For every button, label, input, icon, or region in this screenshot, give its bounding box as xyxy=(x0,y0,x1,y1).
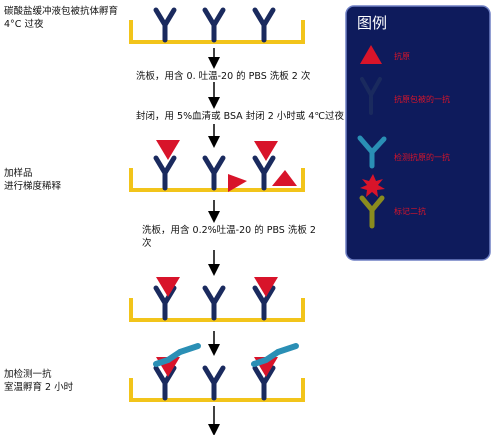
legend-item-detection-antibody: 检测抗原的一抗 xyxy=(394,152,450,162)
step3-text: 加检测一抗 xyxy=(4,368,52,380)
capture-antibody xyxy=(202,7,226,43)
legend-antigen-icon xyxy=(360,45,382,64)
wash2-text: 洗板，用含 0.2%吐温-20 的 PBS 洗板 2 xyxy=(142,224,316,236)
legend-panel: 图例 抗原 抗原包被的一抗 检测抗原的一抗 标记二抗 xyxy=(345,5,491,261)
antigen xyxy=(228,174,247,192)
capture-antibody xyxy=(252,365,276,401)
capture-antibody xyxy=(153,7,177,43)
legend-box xyxy=(345,5,491,261)
block-text: 封闭，用 5%血清或 BSA 封闭 2 小时或 4℃过夜 xyxy=(136,110,345,122)
capture-antibody xyxy=(252,285,276,321)
capture-antibody xyxy=(252,155,276,191)
plate-contents xyxy=(153,7,299,401)
legend-capture-antibody-icon xyxy=(360,77,382,115)
antigen xyxy=(156,140,180,160)
legend-secondary-antibody-icon xyxy=(359,174,385,229)
antigen xyxy=(156,277,180,297)
capture-antibody xyxy=(252,7,276,43)
step2-subtext: 进行梯度稀释 xyxy=(4,180,62,192)
legend-item-capture-antibody: 抗原包被的一抗 xyxy=(394,94,450,104)
capture-antibody xyxy=(202,155,226,191)
wash1-text: 洗板，用含 0. 吐温-20 的 PBS 洗板 2 次 xyxy=(136,70,311,82)
wash2-subtext: 次 xyxy=(142,237,152,249)
well-3 xyxy=(129,298,305,322)
capture-antibody xyxy=(153,365,177,401)
step1-text: 碳酸盐缓冲液包被抗体孵育 xyxy=(4,5,118,17)
capture-antibody xyxy=(202,365,226,401)
step2-text: 加样品 xyxy=(4,167,33,179)
step3-subtext: 室温孵育 2 小时 xyxy=(4,381,74,393)
step1-subtext: 4°C 过夜 xyxy=(4,18,44,30)
capture-antibody xyxy=(153,285,177,321)
legend-item-secondary-antibody: 标记二抗 xyxy=(394,206,426,216)
antigen xyxy=(272,170,297,186)
detection-antibody xyxy=(153,343,201,367)
antigen xyxy=(254,277,278,297)
antigen xyxy=(254,141,278,161)
legend-item-antigen: 抗原 xyxy=(394,51,410,61)
capture-antibody xyxy=(153,155,177,191)
well-4 xyxy=(129,378,305,402)
capture-antibody xyxy=(202,285,226,321)
legend-detection-antibody-icon xyxy=(357,135,387,169)
well-2 xyxy=(129,168,305,192)
plate-wells xyxy=(129,20,305,402)
detection-antibody xyxy=(251,343,299,367)
legend-title: 图例 xyxy=(357,14,387,32)
well-1 xyxy=(129,20,305,44)
